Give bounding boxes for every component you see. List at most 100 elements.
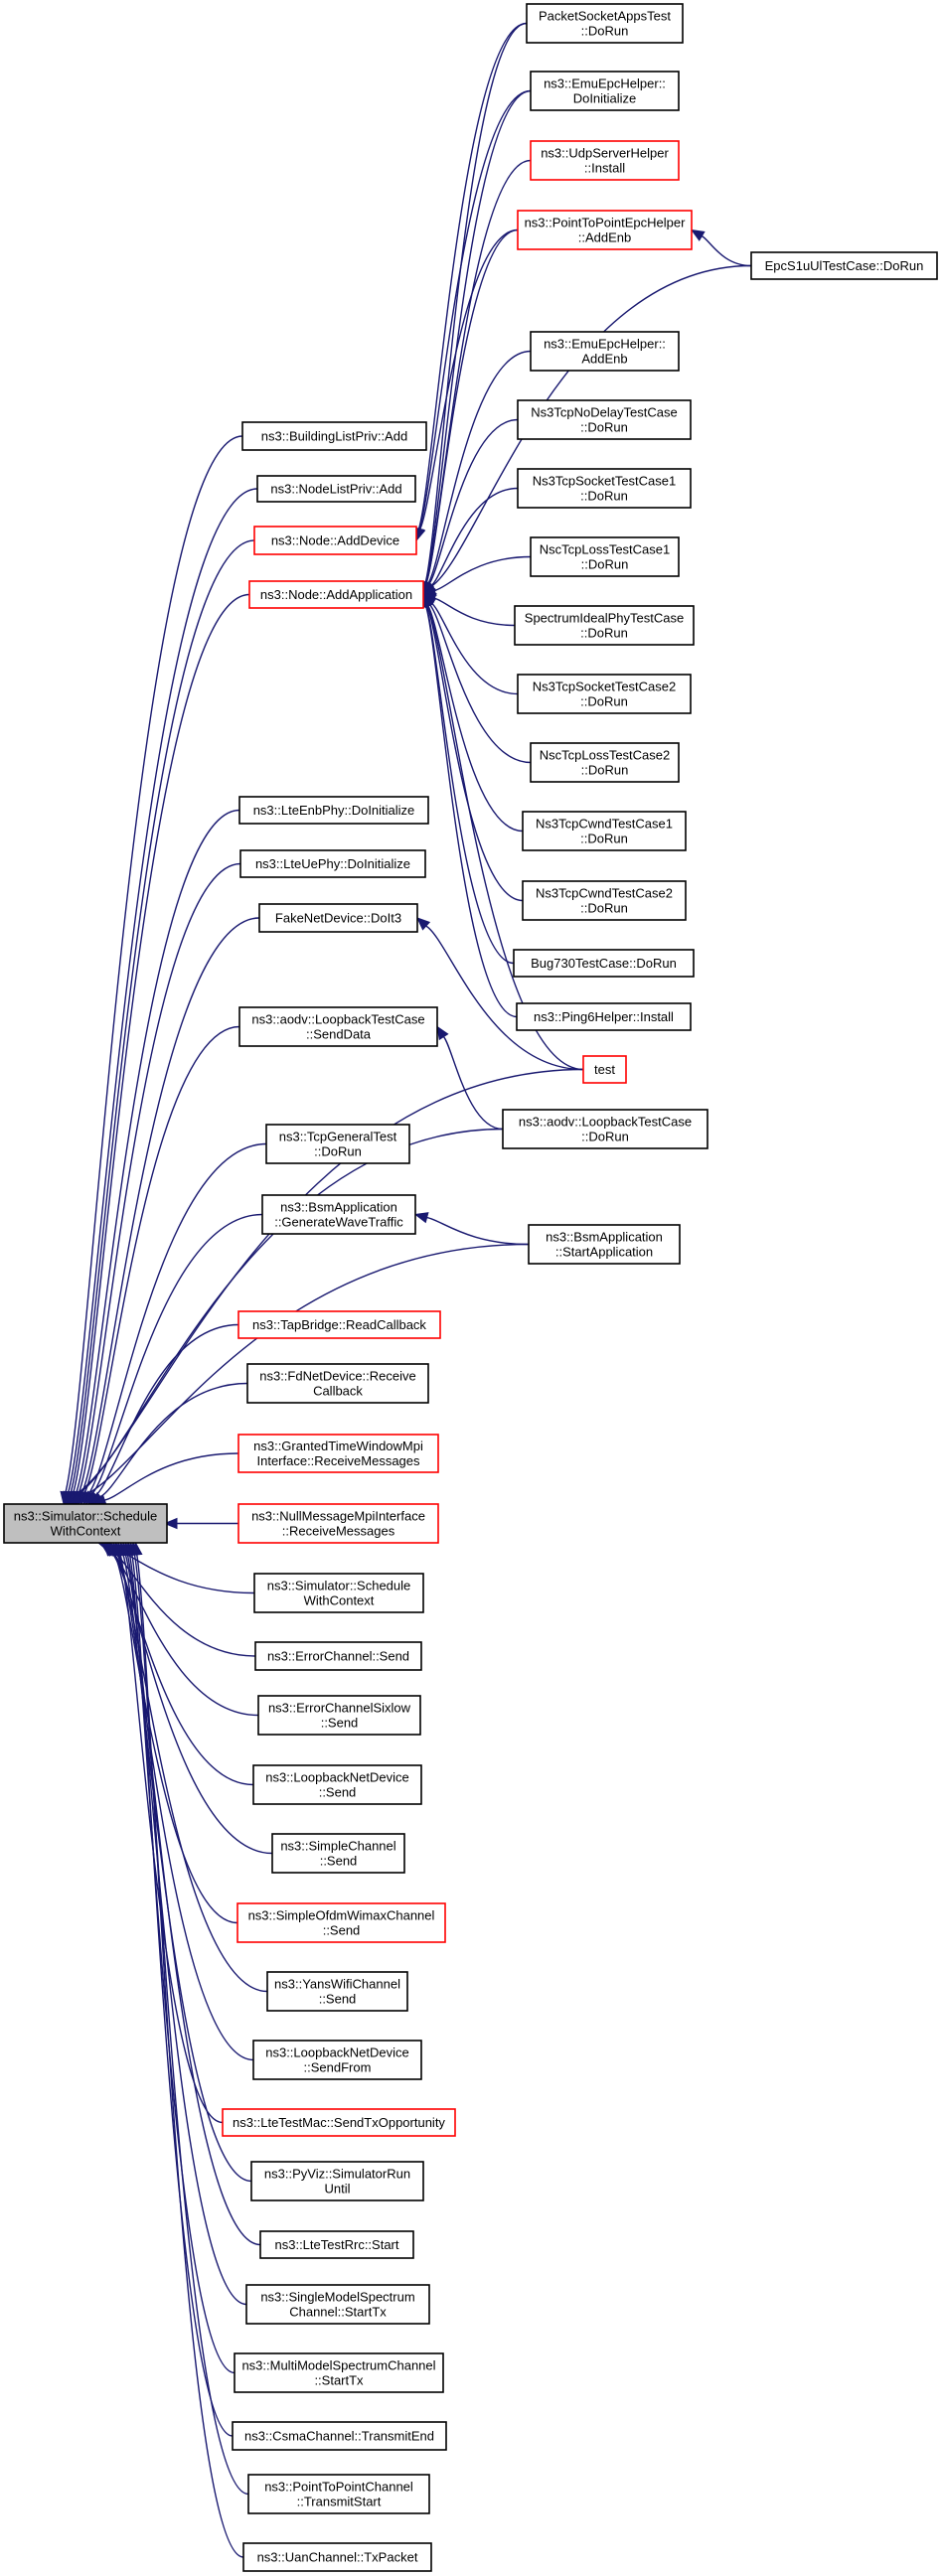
node-label: ns3::LteTestRrc::Start	[275, 2237, 399, 2252]
node-label: SpectrumIdealPhyTestCase	[525, 611, 684, 626]
node-label: ns3::BsmApplication	[280, 1200, 397, 1215]
caller-node[interactable]: ns3::LteUePhy::DoInitialize	[239, 849, 426, 878]
caller-node[interactable]: ns3::YansWifiChannel::Send	[266, 1971, 408, 2012]
node-label: Interface::ReceiveMessages	[256, 1453, 420, 1468]
node-label: ns3::aodv::LoopbackTestCase	[519, 1115, 692, 1130]
caller-node[interactable]: Ns3TcpCwndTestCase2::DoRun	[522, 880, 687, 921]
caller-node[interactable]: ns3::PointToPointChannel::TransmitStart	[247, 2474, 430, 2514]
caller-node[interactable]: ns3::LteEnbPhy::DoInitialize	[238, 796, 429, 825]
call-edge	[79, 1243, 530, 1499]
node-label: ns3::EmuEpcHelper::	[544, 76, 666, 91]
node-label: WithContext	[51, 1524, 121, 1539]
node-label: ::DoRun	[581, 557, 629, 572]
caller-node[interactable]: ns3::UdpServerHelper::Install	[530, 140, 680, 181]
caller-node[interactable]: ns3::TapBridge::ReadCallback	[237, 1310, 441, 1339]
call-edge	[65, 435, 243, 1493]
node-box	[530, 742, 680, 783]
caller-node[interactable]: ns3::MultiModelSpectrumChannel::StartTx	[234, 2352, 444, 2393]
call-edge	[430, 602, 519, 695]
node-label: ::Send	[320, 1854, 358, 1869]
node-box	[522, 811, 687, 851]
caller-node[interactable]: ns3::UanChannel::TxPacket	[242, 2542, 432, 2572]
node-label: ns3::BuildingListPriv::Add	[261, 429, 407, 444]
node-label: AddEnb	[581, 352, 627, 367]
node-box	[237, 1434, 439, 1473]
node-label: EpcS1uUlTestCase::DoRun	[765, 258, 924, 273]
caller-node[interactable]: ns3::aodv::LoopbackTestCase::SendData	[238, 1006, 438, 1047]
caller-node[interactable]: ns3::LoopbackNetDevice::SendFrom	[252, 2040, 422, 2080]
call-edge	[80, 917, 260, 1493]
caller-node[interactable]: EpcS1uUlTestCase::DoRun	[750, 251, 938, 280]
node-label: PacketSocketAppsTest	[539, 9, 671, 24]
node-box	[237, 1310, 441, 1339]
node-label: test	[594, 1062, 615, 1077]
arrowhead	[413, 1212, 429, 1224]
caller-node[interactable]: ns3::aodv::LoopbackTestCase::DoRun	[502, 1109, 708, 1149]
caller-node[interactable]: ns3::BsmApplication::StartApplication	[528, 1224, 681, 1265]
caller-node[interactable]: Ns3TcpSocketTestCase2::DoRun	[517, 674, 692, 714]
call-edge	[442, 1036, 504, 1131]
node-box	[530, 331, 680, 372]
caller-node[interactable]: ns3::BsmApplication::GenerateWaveTraffic	[261, 1194, 416, 1235]
caller-node[interactable]: ns3::SimpleChannel::Send	[271, 1833, 405, 1874]
node-label: FakeNetDevice::DoIt3	[275, 911, 401, 926]
caller-node[interactable]: ns3::LoopbackNetDevice::Send	[252, 1764, 422, 1805]
caller-node[interactable]: ns3::Ping6Helper::Install	[516, 1002, 692, 1031]
caller-node[interactable]: ns3::BuildingListPriv::Add	[241, 421, 427, 451]
node-label: NscTcpLossTestCase2	[540, 748, 671, 763]
caller-node[interactable]: ns3::PointToPointEpcHelper::AddEnb	[517, 210, 693, 250]
call-edge	[68, 488, 258, 1493]
node-label: ::DoRun	[581, 1130, 629, 1144]
caller-node[interactable]: ns3::Node::AddApplication	[248, 580, 424, 609]
caller-node[interactable]: ns3::Node::AddDevice	[253, 526, 417, 555]
node-box	[271, 1833, 405, 1874]
caller-node[interactable]: ns3::EmuEpcHelper::AddEnb	[530, 331, 680, 372]
caller-node[interactable]: NscTcpLossTestCase2::DoRun	[530, 742, 680, 783]
node-label: NscTcpLossTestCase1	[540, 542, 671, 557]
call-edge	[104, 1452, 239, 1501]
caller-node[interactable]: ns3::EmuEpcHelper::DoInitialize	[530, 71, 680, 111]
caller-node[interactable]: ns3::LteTestRrc::Start	[259, 2230, 414, 2259]
node-label: ::DoRun	[314, 1144, 362, 1159]
caller-node[interactable]: ns3::LteTestMac::SendTxOpportunity	[222, 2108, 456, 2137]
node-label: ns3::PointToPointEpcHelper	[525, 216, 687, 230]
caller-node[interactable]: Bug730TestCase::DoRun	[513, 949, 695, 978]
caller-node[interactable]: SpectrumIdealPhyTestCase::DoRun	[514, 605, 695, 646]
node-label: Channel::StartTx	[289, 2305, 387, 2320]
caller-node[interactable]: ns3::ErrorChannel::Send	[254, 1641, 422, 1671]
node-label: ::DoRun	[580, 489, 628, 504]
caller-node[interactable]: Ns3TcpNoDelayTestCase::DoRun	[517, 399, 692, 440]
call-edge	[111, 1552, 254, 1786]
node-label: ns3::MultiModelSpectrumChannel	[241, 2358, 435, 2373]
node-box	[259, 2230, 414, 2259]
node-box	[232, 2421, 447, 2451]
node-label: Ns3TcpSocketTestCase1	[533, 474, 677, 489]
caller-node[interactable]: Ns3TcpCwndTestCase1::DoRun	[522, 811, 687, 851]
node-label: ns3::Simulator::Schedule	[267, 1579, 411, 1593]
node-label: ns3::EmuEpcHelper::	[544, 337, 666, 352]
caller-node[interactable]: ns3::ErrorChannelSixlow::Send	[257, 1695, 421, 1736]
call-edge	[701, 235, 752, 267]
node-box	[247, 2474, 430, 2514]
node-box	[266, 1971, 408, 2012]
caller-node[interactable]: Ns3TcpSocketTestCase1::DoRun	[517, 468, 692, 509]
caller-node[interactable]: FakeNetDevice::DoIt3	[258, 903, 418, 933]
caller-node[interactable]: ns3::TcpGeneralTest::DoRun	[265, 1124, 410, 1164]
caller-node[interactable]: PacketSocketAppsTest::DoRun	[526, 3, 684, 44]
node-label: ns3::ErrorChannelSixlow	[268, 1701, 411, 1716]
call-edge	[419, 228, 519, 530]
caller-node[interactable]: ns3::CsmaChannel::TransmitEnd	[232, 2421, 447, 2451]
caller-node[interactable]: test	[582, 1055, 627, 1084]
caller-node[interactable]: ns3::SimpleOfdmWimaxChannel::Send	[236, 1902, 446, 1943]
node-box	[236, 1902, 446, 1943]
caller-node[interactable]: ns3::NodeListPriv::Add	[256, 475, 416, 503]
caller-node[interactable]: NscTcpLossTestCase1::DoRun	[530, 536, 680, 577]
caller-node[interactable]: ns3::NullMessageMpiInterface::ReceiveMes…	[237, 1503, 439, 1544]
caller-node[interactable]: ns3::GrantedTimeWindowMpiInterface::Rece…	[237, 1434, 439, 1473]
node-label: ns3::TapBridge::ReadCallback	[252, 1317, 426, 1332]
